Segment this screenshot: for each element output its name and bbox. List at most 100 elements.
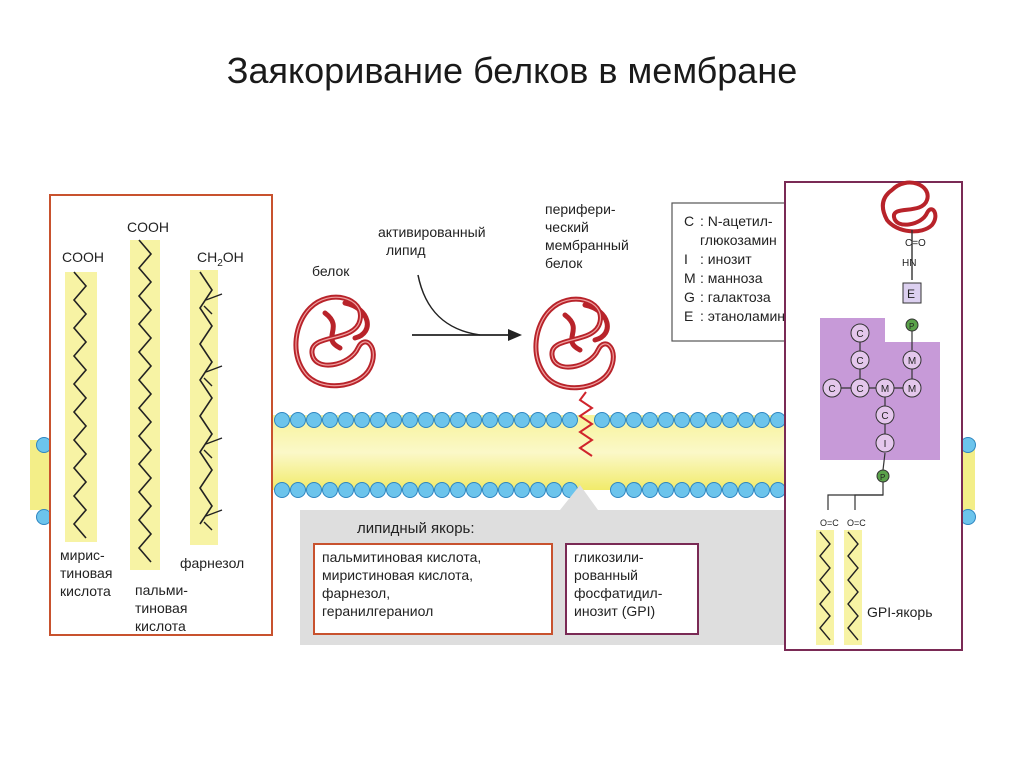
lipid-anchor-item-2: миристиновая кислота, (322, 567, 473, 583)
protein-peripheral (533, 296, 616, 391)
activated-lipid-label-2: липид (386, 242, 426, 258)
gpi-protein (880, 180, 938, 234)
farnesol-branch-1 (205, 365, 223, 373)
ch2oh-sub: 2 (217, 258, 223, 269)
head-bead-top-16 (530, 412, 546, 428)
gpi-p-top: P (909, 322, 914, 331)
gpi-anchor-list-box (565, 543, 699, 635)
sugar-label-1: C (856, 356, 863, 367)
head-bead-top-18 (562, 412, 578, 428)
ch2oh-main: CH (197, 249, 217, 265)
sugar-node-8 (875, 433, 895, 453)
head-bead-bottom-14 (498, 482, 514, 498)
palmitic-cooh: COOH (127, 219, 169, 235)
head-bead-top-27 (722, 412, 738, 428)
gpi-ester-right: O=C (847, 518, 866, 528)
membrane-core (270, 415, 790, 490)
head-bead-top-29 (754, 412, 770, 428)
head-bead-bottom-9 (418, 482, 434, 498)
gpi-anchor-item-2: рованный (574, 567, 638, 583)
head-bead-bottom-21 (642, 482, 658, 498)
palmitic-acid-chain (137, 239, 153, 563)
farnesol-branch-2 (205, 437, 223, 445)
protein-free (293, 294, 376, 389)
sugar-label-7: C (881, 411, 888, 422)
activated-lipid-label-1: активированный (378, 224, 486, 240)
head-bead-bottom-1 (290, 482, 306, 498)
slide-title: Заякоривание белков в мембране (226, 50, 798, 91)
farnesol-branch-0 (205, 293, 223, 301)
legend-key-2: I (684, 251, 688, 267)
head-bead-bottom-5 (354, 482, 370, 498)
gpi-tail-right (847, 531, 859, 641)
farnesol-double-bond-1 (203, 377, 213, 387)
anchor-title: липидный якорь: (357, 520, 475, 537)
head-bead-top-11 (450, 412, 466, 428)
peripheral-label-3: мембранный (545, 237, 629, 253)
head-bead-bottom-29 (770, 482, 786, 498)
gpi-anchor-label: GPI-якорь (867, 604, 933, 620)
lipid-anchor-item-1: пальмитиновая кислота, (322, 549, 481, 565)
legend-text-0: : N-ацетил- (700, 213, 773, 229)
lipid-anchor-list-box (313, 543, 553, 635)
head-bead-bottom-25 (706, 482, 722, 498)
head-bead-top-19 (594, 412, 610, 428)
head-bead-top-23 (658, 412, 674, 428)
farnesol-branches (203, 293, 223, 531)
head-bead-bottom-10 (434, 482, 450, 498)
gpi-tail-right-bg (844, 530, 862, 645)
myristic-label-2: тиновая (60, 565, 112, 581)
reaction-arrowhead (508, 329, 522, 341)
head-bead-bottom-16 (530, 482, 546, 498)
sugar-node-2 (902, 350, 922, 370)
legend-key-3: M (684, 270, 696, 286)
gpi-hn: HN (902, 258, 916, 269)
head-bead-top-12 (466, 412, 482, 428)
lipid-anchor-item-4: геранилгераниол (322, 603, 433, 619)
membrane-heads-bottom (274, 482, 786, 498)
head-bead-bottom-15 (514, 482, 530, 498)
head-bead-bottom-17 (546, 482, 562, 498)
head-bead-bottom-24 (690, 482, 706, 498)
head-bead-top-1 (290, 412, 306, 428)
head-bead-bottom-12 (466, 482, 482, 498)
peripheral-label-4: белок (545, 255, 583, 271)
gpi-anchor-item-1: гликозили- (574, 549, 644, 565)
sugar-node-0 (850, 323, 870, 343)
legend-text-4: : галактоза (700, 289, 771, 305)
protein-label: белок (312, 263, 350, 279)
membrane-core-right-edge (960, 440, 975, 510)
head-bead-bottom-27 (738, 482, 754, 498)
sugar-label-6: M (908, 384, 916, 395)
head-bead-bottom-7 (386, 482, 402, 498)
head-bead-top-20 (610, 412, 626, 428)
head-bead-top-7 (386, 412, 402, 428)
gpi-co: C=O (905, 238, 926, 249)
farnesol-ch2oh: CH2OH (197, 249, 244, 269)
sugar-label-3: C (828, 384, 835, 395)
farnesol-double-bond-0 (203, 305, 213, 315)
sugar-label-4: C (856, 384, 863, 395)
head-bead-bottom-11 (450, 482, 466, 498)
head-bead-bottom-19 (610, 482, 626, 498)
head-bead-top-8 (402, 412, 418, 428)
sugar-node-1 (850, 350, 870, 370)
head-bead-bottom-28 (754, 482, 770, 498)
head-bead-bottom-0 (274, 482, 290, 498)
head-bead-bottom-13 (482, 482, 498, 498)
farnesol-double-bond-2 (203, 449, 213, 459)
gpi-glycerol-link-right (854, 494, 883, 510)
farnesol-chain (199, 271, 213, 525)
gpi-anchor-item-3: фосфатидил- (574, 585, 663, 601)
activation-curve (417, 274, 481, 336)
myristic-acid-chain (72, 271, 88, 539)
head-bead-top-14 (498, 412, 514, 428)
head-bead-top-30 (770, 412, 786, 428)
gpi-tail-left-bg (816, 530, 834, 645)
farnesol-branch-3 (205, 509, 223, 517)
legend-key-0: C (684, 213, 694, 229)
sugar-node-5 (875, 378, 895, 398)
head-bead-top-26 (706, 412, 722, 428)
